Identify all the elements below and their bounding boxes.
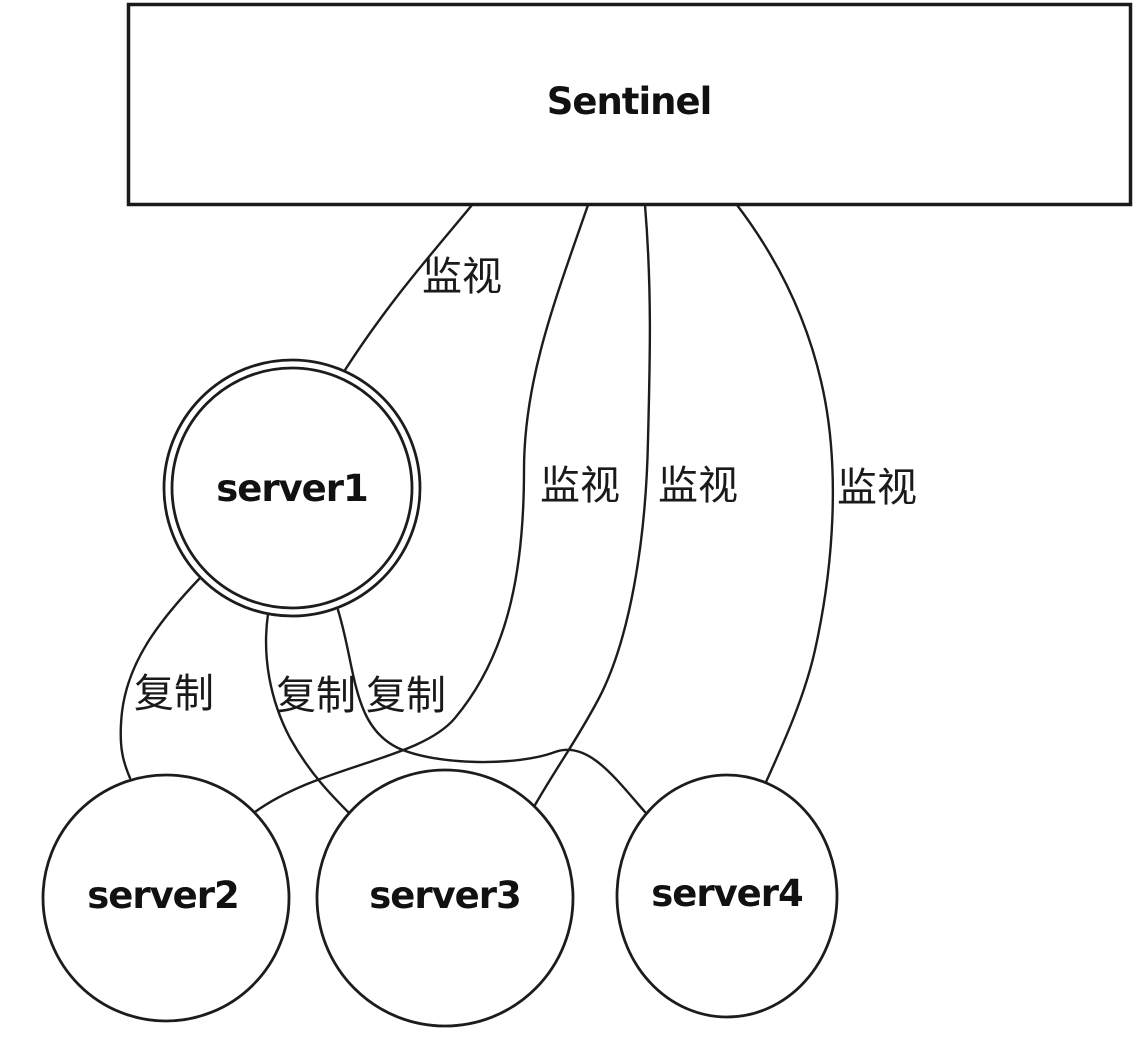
node-server1: server1 <box>162 358 422 618</box>
edge-label-replicate-server4: 复制 <box>366 673 446 719</box>
sentinel-box <box>126 2 1133 207</box>
server4-label: server4 <box>651 872 803 915</box>
server4-circle <box>615 773 839 1019</box>
edge-label-group: 监视 监视 监视 监视 复制 复制 复制 <box>134 254 917 719</box>
edge-sentinel-server1 <box>343 203 474 372</box>
server2-label: server2 <box>87 874 239 917</box>
edge-group <box>119 203 835 820</box>
node-server2: server2 <box>41 773 291 1023</box>
server1-inner-circle <box>170 366 414 610</box>
server2-circle <box>41 773 291 1023</box>
edge-label-replicate-server2: 复制 <box>134 671 214 717</box>
server3-circle <box>315 768 575 1028</box>
node-sentinel: Sentinel <box>126 2 1133 207</box>
node-server4: server4 <box>615 773 839 1019</box>
node-server3: server3 <box>315 768 575 1028</box>
edge-label-replicate-server3: 复制 <box>276 673 356 719</box>
edge-sentinel-server2 <box>253 203 590 814</box>
edge-sentinel-server3 <box>533 203 652 807</box>
edge-sentinel-server4 <box>735 203 835 784</box>
edge-label-monitor-server2: 监视 <box>540 463 620 509</box>
edge-label-monitor-server1: 监视 <box>422 254 502 300</box>
edge-label-monitor-server4: 监视 <box>837 465 917 511</box>
edge-server1-server2 <box>119 576 202 780</box>
edge-server1-server3 <box>264 612 356 820</box>
sentinel-label: Sentinel <box>547 80 712 123</box>
server3-label: server3 <box>369 874 521 917</box>
server1-label: server1 <box>216 467 368 510</box>
edge-server1-server4 <box>336 608 647 814</box>
edge-label-monitor-server3: 监视 <box>658 463 738 509</box>
